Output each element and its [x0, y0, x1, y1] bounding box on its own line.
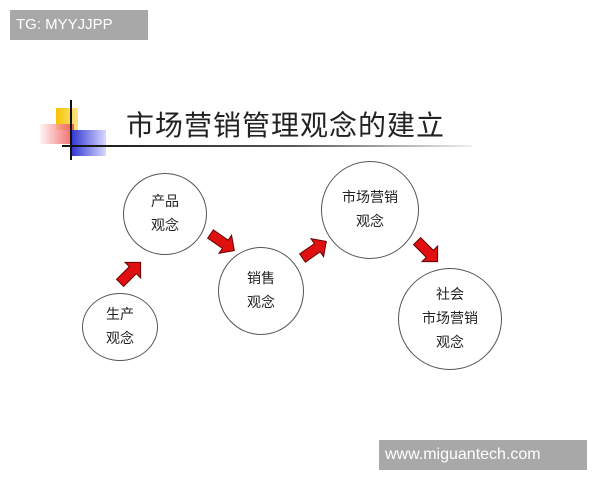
- arrow-up-right-icon: [115, 261, 142, 288]
- node-label: 产品: [151, 194, 179, 210]
- node-selling-concept: 销售 观念: [218, 247, 304, 335]
- arrow-down-right-icon: [206, 229, 235, 255]
- node-societal-marketing-concept: 社会 市场营销 观念: [398, 268, 502, 370]
- node-label: 市场营销: [342, 190, 398, 206]
- node-marketing-concept: 市场营销 观念: [321, 161, 419, 259]
- node-label: 社会: [436, 287, 464, 303]
- node-label: 观念: [106, 331, 134, 347]
- watermark-label: www.miguantech.com: [379, 440, 587, 470]
- arrow-down-right-icon: [412, 236, 439, 263]
- tag-label: TG: MYYJJPP: [10, 10, 148, 40]
- arrow-up-right-icon: [298, 237, 327, 263]
- node-label: 生产: [106, 307, 134, 323]
- node-label: 观念: [436, 335, 464, 351]
- node-product-concept: 产品 观念: [123, 173, 207, 255]
- node-label: 观念: [356, 214, 384, 230]
- node-label: 观念: [247, 295, 275, 311]
- title-underline: [62, 145, 472, 147]
- decorative-logo-icon: [40, 100, 120, 162]
- node-label: 市场营销: [422, 311, 478, 327]
- node-production-concept: 生产 观念: [82, 293, 158, 361]
- node-label: 销售: [247, 271, 275, 287]
- node-label: 观念: [151, 218, 179, 234]
- slide-title: 市场营销管理观念的建立: [126, 109, 446, 142]
